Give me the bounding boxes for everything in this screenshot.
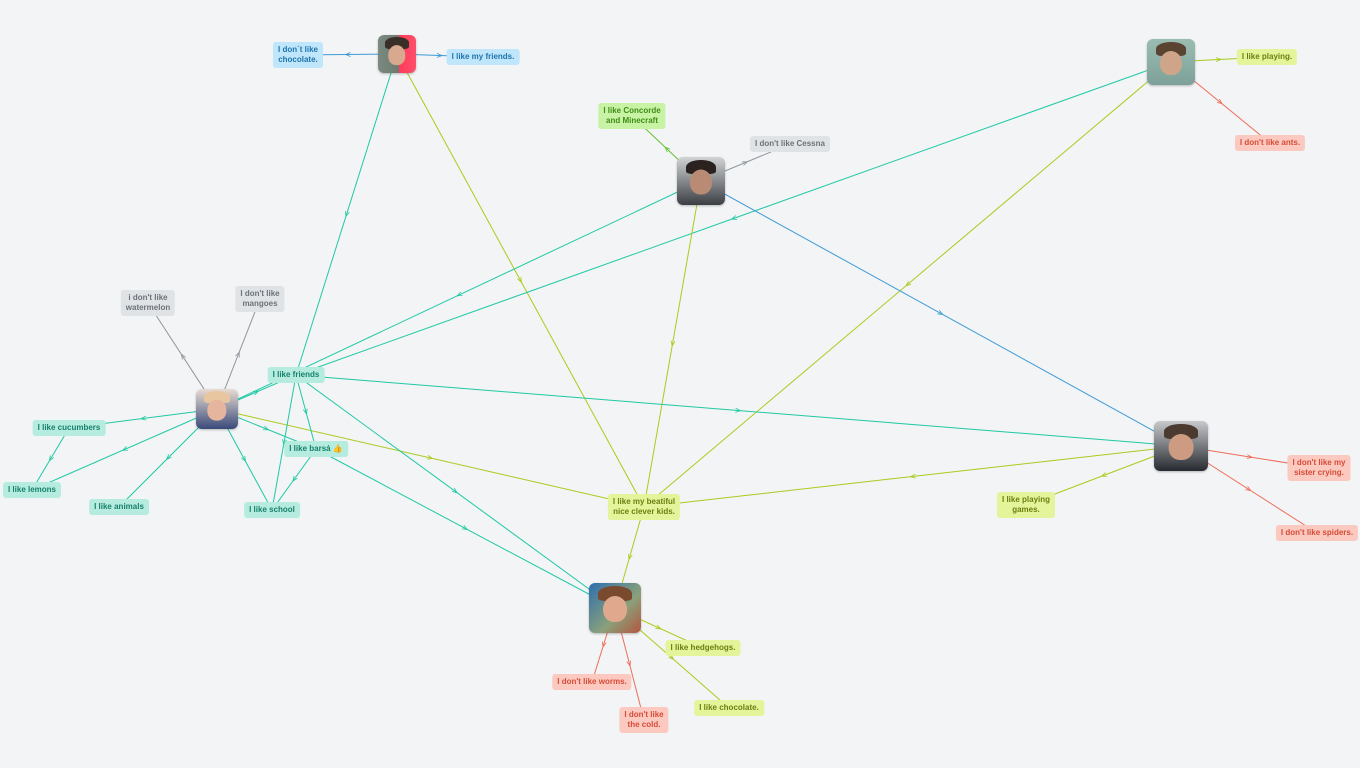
connection-line[interactable] — [643, 445, 1182, 508]
arrow-icon — [735, 407, 742, 413]
arrow-icon — [344, 52, 351, 57]
connection-line[interactable] — [31, 408, 218, 491]
connection-line[interactable] — [295, 374, 616, 609]
arrow-icon — [451, 487, 458, 494]
connection-line[interactable] — [295, 374, 317, 450]
arrow-icon — [626, 660, 632, 667]
avatar-boy-center-top[interactable] — [677, 157, 725, 205]
arrow-icon — [252, 390, 260, 396]
arrow-icon — [741, 161, 749, 166]
arrow-icon — [655, 624, 662, 630]
arrow-icon — [262, 425, 270, 431]
arrow-icon — [937, 310, 944, 315]
label-dont-like-worms[interactable]: I don't like worms. — [552, 674, 632, 690]
arrow-icon — [628, 554, 633, 561]
label-dont-like-cessna[interactable]: I don't like Cessna — [750, 136, 830, 152]
arrow-icon — [436, 53, 444, 58]
arrow-icon — [461, 525, 469, 530]
arrow-icon — [1246, 454, 1254, 459]
arrow-icon — [345, 211, 350, 218]
arrow-icon — [292, 475, 298, 482]
label-like-hedgehogs[interactable]: I like hedgehogs. — [665, 640, 741, 656]
arrow-icon — [456, 291, 463, 297]
connection-line[interactable] — [216, 408, 645, 508]
label-dont-like-ants[interactable]: I don't like ants. — [1234, 135, 1306, 151]
label-like-my-friends[interactable]: I like my friends. — [446, 49, 520, 65]
arrow-icon — [165, 454, 172, 461]
arrow-icon — [241, 455, 246, 463]
arrow-icon — [427, 455, 434, 460]
arrow-icon — [668, 654, 675, 661]
avatar-child-left[interactable] — [196, 389, 238, 429]
arrow-icon — [909, 473, 916, 479]
label-like-lemons[interactable]: I like lemons — [2, 482, 62, 498]
connection-line[interactable] — [295, 61, 1172, 376]
arrow-icon — [302, 408, 308, 415]
avatar-boy-top-right[interactable] — [1147, 39, 1195, 85]
arrow-icon — [1100, 472, 1108, 477]
avatar-boy-top[interactable] — [378, 35, 416, 73]
arrow-icon — [670, 340, 676, 348]
arrow-icon — [1216, 98, 1223, 105]
label-like-playing[interactable]: I like playing. — [1236, 49, 1298, 65]
arrow-icon — [664, 146, 671, 153]
connection-line[interactable] — [295, 53, 398, 376]
connection-line[interactable] — [295, 374, 1182, 447]
arrow-icon — [905, 280, 912, 287]
connection-line[interactable] — [31, 427, 70, 491]
label-like-barsa[interactable]: I like barsá 👍 — [284, 441, 348, 457]
avatar-woman-bottom[interactable] — [589, 583, 641, 633]
connection-line[interactable] — [643, 180, 702, 508]
label-like-cucumbers[interactable]: I like cucumbers — [32, 420, 106, 436]
arrow-icon — [1215, 57, 1223, 63]
connection-line[interactable] — [271, 448, 317, 511]
arrow-icon — [180, 353, 187, 360]
connection-line[interactable] — [396, 53, 645, 508]
arrow-icon — [139, 415, 147, 421]
connection-line[interactable] — [315, 448, 616, 609]
avatar-boy-right[interactable] — [1154, 421, 1208, 471]
connection-line[interactable] — [271, 374, 297, 511]
connection-line[interactable] — [700, 180, 1182, 447]
arrow-icon — [517, 276, 522, 284]
arrow-icon — [602, 641, 607, 648]
arrow-icon — [48, 455, 54, 462]
arrow-icon — [1245, 485, 1252, 492]
label-like-friends[interactable]: I like friends — [267, 367, 325, 383]
label-like-school[interactable]: I like school — [244, 502, 300, 518]
arrow-icon — [730, 215, 738, 220]
label-like-animals[interactable]: I like animals — [89, 499, 149, 515]
label-like-chocolate[interactable]: I like chocolate. — [694, 700, 764, 716]
connection-line[interactable] — [643, 61, 1172, 508]
arrow-icon — [235, 351, 240, 358]
label-dont-like-spiders[interactable]: I don't like spiders. — [1275, 525, 1359, 541]
arrow-icon — [121, 446, 129, 451]
